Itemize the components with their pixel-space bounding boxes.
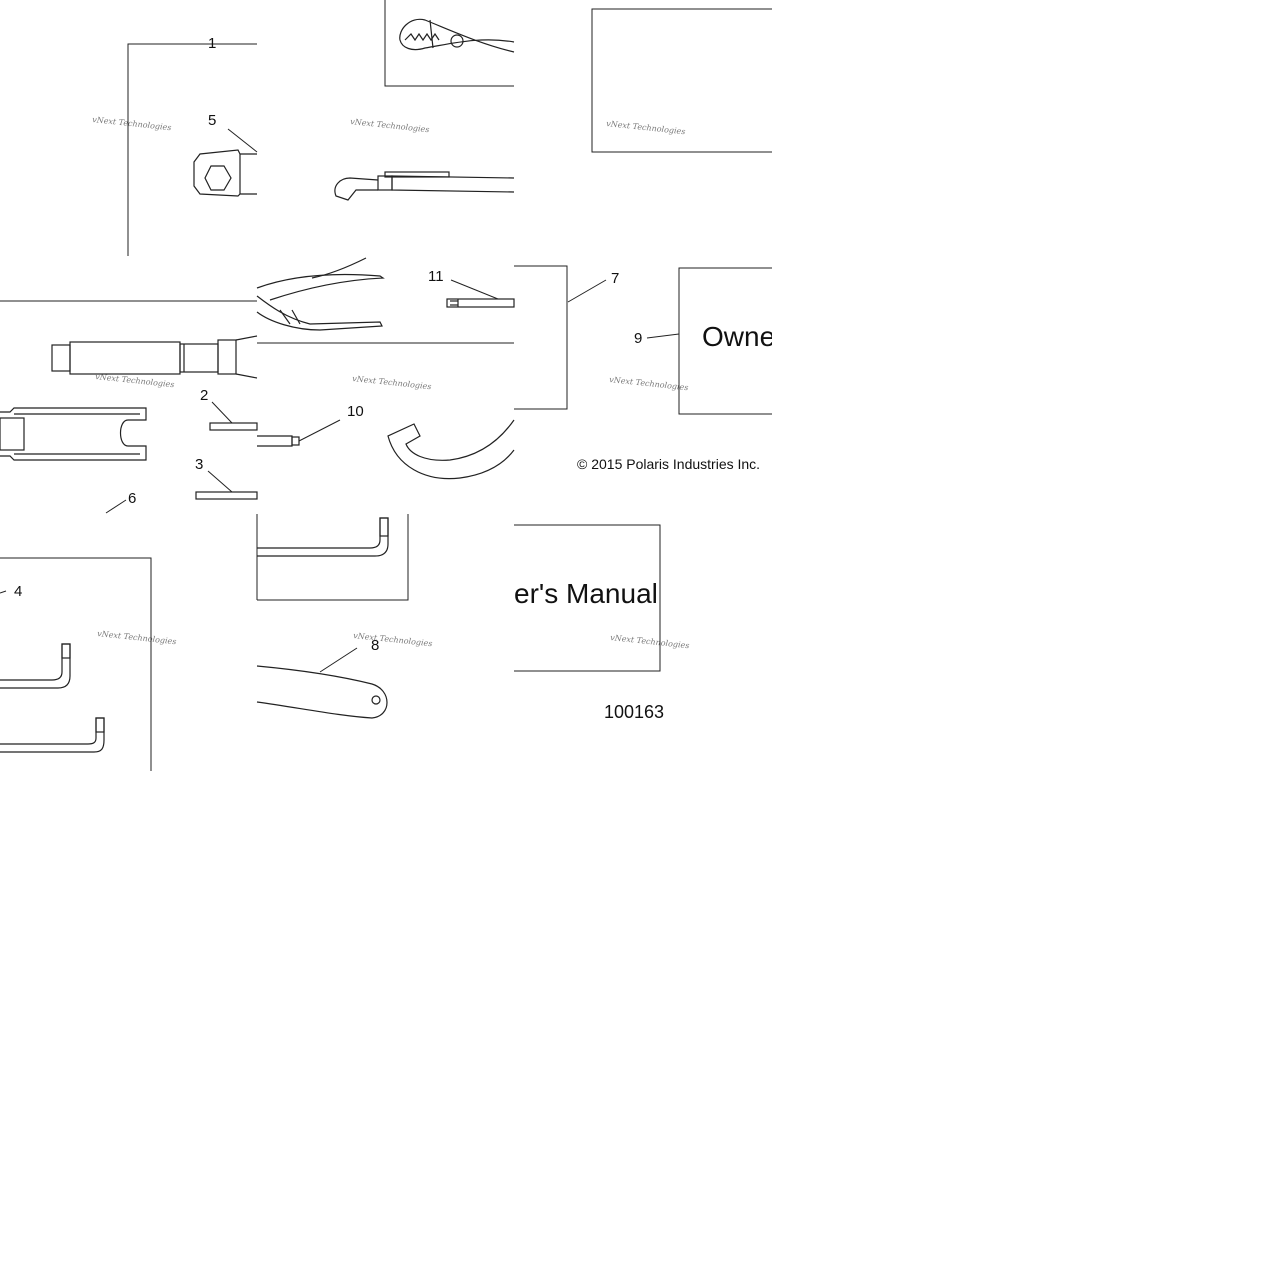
wrench-drawing bbox=[256, 665, 388, 719]
manual-title-part1: Owne bbox=[702, 321, 775, 352]
pliers-head-drawing bbox=[399, 18, 515, 53]
callout-3: 3 bbox=[195, 456, 203, 473]
callout-8: 8 bbox=[371, 637, 379, 654]
watermark: vNext Technologies bbox=[352, 374, 432, 391]
watermark: vNext Technologies bbox=[606, 119, 686, 136]
watermark: vNext Technologies bbox=[350, 117, 430, 134]
watermark: vNext Technologies bbox=[610, 633, 690, 650]
spark-plug-wrench-drawing bbox=[193, 149, 257, 197]
callout-6: 6 bbox=[128, 490, 136, 507]
callout-10: 10 bbox=[347, 403, 364, 420]
callout-11: 11 bbox=[428, 268, 444, 285]
drawing-number: 100163 bbox=[604, 702, 664, 722]
gauge-drawing bbox=[334, 171, 515, 201]
extension-handle-drawing bbox=[51, 335, 258, 379]
callout-7: 7 bbox=[611, 270, 619, 287]
hook-spanner-drawing bbox=[387, 419, 515, 480]
callout-1: 1 bbox=[208, 35, 216, 52]
manual-title-part2: er's Manual bbox=[514, 578, 658, 609]
pliers-drawing bbox=[256, 257, 385, 331]
watermarks: vNext Technologies vNext Technologies vN… bbox=[92, 115, 690, 650]
watermark: vNext Technologies bbox=[353, 631, 433, 648]
callout-4: 4 bbox=[14, 583, 22, 600]
callout-5: 5 bbox=[208, 112, 216, 129]
watermark: vNext Technologies bbox=[95, 372, 175, 389]
callout-2: 2 bbox=[200, 387, 208, 404]
leader-lines bbox=[0, 128, 680, 673]
copyright-text: © 2015 Polaris Industries Inc. bbox=[577, 456, 760, 472]
hex-keys-drawing bbox=[0, 517, 389, 753]
watermark: vNext Technologies bbox=[92, 115, 172, 132]
callouts: 1 5 11 7 9 2 10 3 6 4 8 bbox=[14, 35, 642, 654]
fork-tool-drawing bbox=[0, 407, 147, 461]
callout-9: 9 bbox=[634, 330, 642, 347]
bits-drawing bbox=[195, 422, 300, 500]
watermark: vNext Technologies bbox=[609, 375, 689, 392]
bit-11-drawing bbox=[446, 298, 515, 308]
watermark: vNext Technologies bbox=[97, 629, 177, 646]
